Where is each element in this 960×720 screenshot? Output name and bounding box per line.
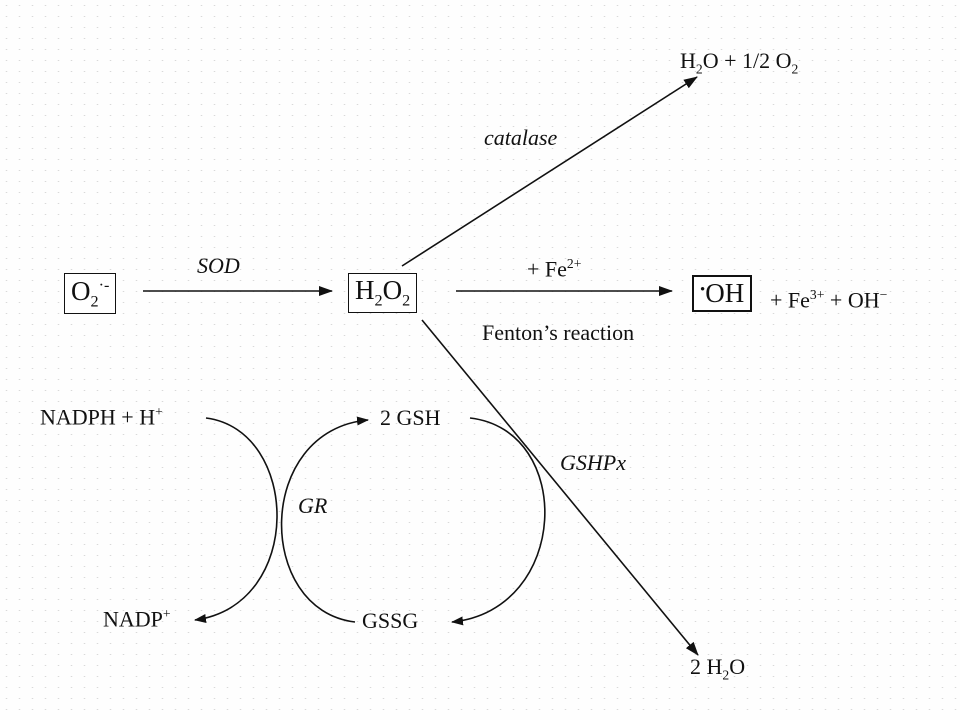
hydroxide-text: + OH <box>824 287 880 313</box>
water-product-post: O <box>729 654 746 679</box>
nadp-label: NADP+ <box>103 607 171 630</box>
hydroxyl-symbol: OH <box>705 278 745 308</box>
peroxide-o: O <box>382 275 403 305</box>
nadph-charge: + <box>155 404 163 419</box>
catalase-product-o: O + 1/2 O <box>702 48 792 73</box>
hydroxyl-radical-box: •OH <box>692 275 753 312</box>
water-product-label: 2 H2O <box>690 656 745 682</box>
gsh-label: 2 GSH <box>380 405 441 430</box>
nadph-text: NADPH + H <box>40 404 156 430</box>
hydrogen-peroxide-box: H2O2 <box>348 273 418 313</box>
ferric-iron-text: + Fe <box>770 287 810 313</box>
water-product-sub: 2 <box>722 667 730 683</box>
catalase-product-o-sub: 2 <box>791 61 799 77</box>
fenton-products-label: + Fe3+ + OH− <box>770 288 887 311</box>
ferrous-iron-charge: 2+ <box>566 256 582 271</box>
gr-enzyme-label: GR <box>298 493 328 518</box>
catalase-arrow <box>401 76 698 267</box>
catalase-enzyme-label: catalase <box>484 125 558 150</box>
catalase-product-h: H <box>680 48 696 73</box>
catalase-product-h-sub: 2 <box>695 61 703 77</box>
nadph-label: NADPH + H+ <box>40 405 163 428</box>
gshpx-enzyme-label: GSHPx <box>560 450 626 475</box>
superoxide-superscript: ·- <box>98 276 110 294</box>
peroxide-h-subscript: 2 <box>374 291 383 310</box>
gssg-to-gsh-arc <box>280 416 369 623</box>
peroxide-o-subscript: 2 <box>402 291 411 310</box>
fenton-reaction-label: Fenton’s reaction <box>482 320 635 345</box>
water-product-pre: 2 H <box>690 654 723 679</box>
ferric-iron-charge: 3+ <box>809 287 825 302</box>
nadph-to-nadp-arc <box>194 417 278 623</box>
catalase-product-label: H2O + 1/2 O2 <box>680 50 798 76</box>
ferrous-iron-text: + Fe <box>527 256 567 282</box>
superoxide-symbol: O <box>71 276 91 306</box>
superoxide-subscript: 2 <box>90 292 99 311</box>
nadp-charge: + <box>162 606 171 621</box>
superoxide-box: O2·- <box>64 273 117 314</box>
gssg-label: GSSG <box>362 608 419 633</box>
hydroxide-charge: − <box>879 287 888 302</box>
gsh-to-gssg-arc <box>451 417 546 626</box>
gshpx-arrow <box>421 319 699 656</box>
radical-dot: • <box>700 281 706 298</box>
nadp-text: NADP <box>103 606 163 632</box>
peroxide-h: H <box>355 275 375 305</box>
sod-enzyme-label: SOD <box>197 253 240 278</box>
ferrous-iron-label: + Fe2+ <box>527 257 581 280</box>
